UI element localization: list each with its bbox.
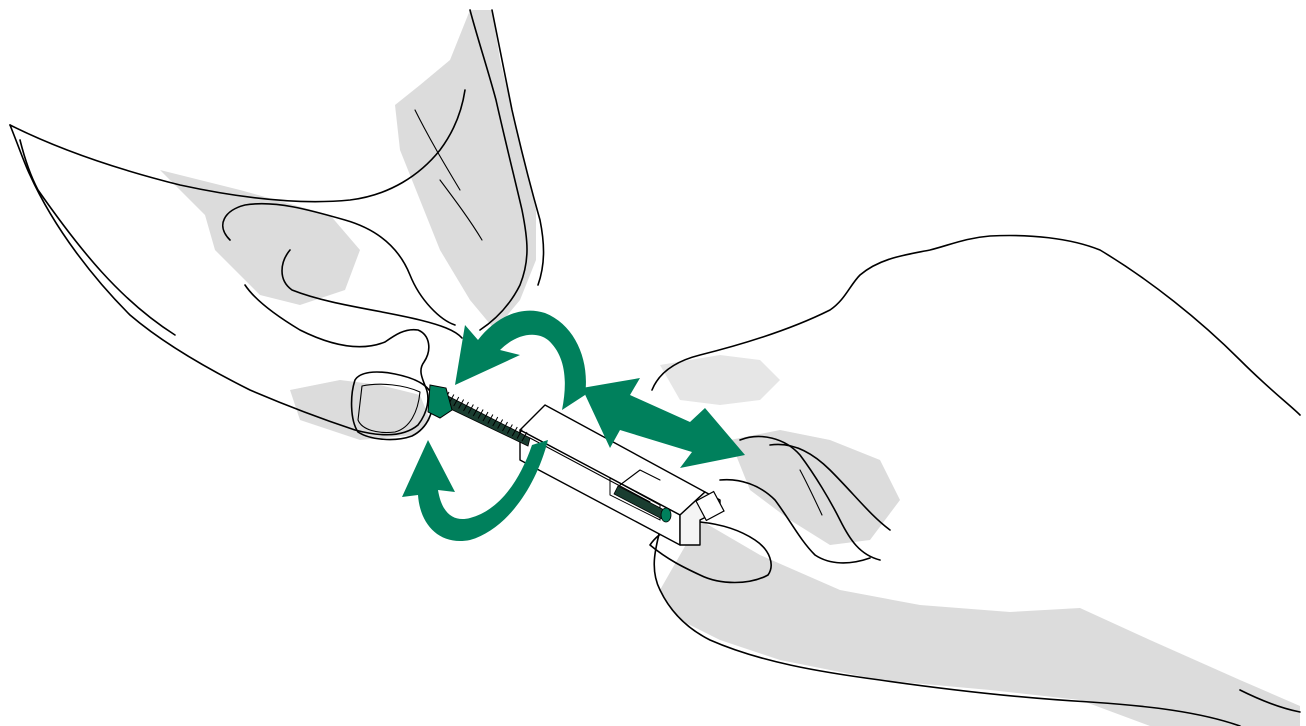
rod-body: [436, 392, 530, 446]
rod-inner-end: [661, 508, 671, 522]
rod-nut: [428, 385, 452, 418]
right-hand-shadow-lower: [660, 520, 1300, 726]
rotate-arrow-upper-arc: [455, 311, 586, 410]
left-hand-palm-line: [20, 140, 175, 335]
right-hand-shadow-mid: [730, 430, 900, 545]
right-hand: [650, 236, 1300, 726]
left-hand-shadow-mid: [160, 170, 360, 305]
left-hand-shadow-top: [395, 10, 536, 330]
